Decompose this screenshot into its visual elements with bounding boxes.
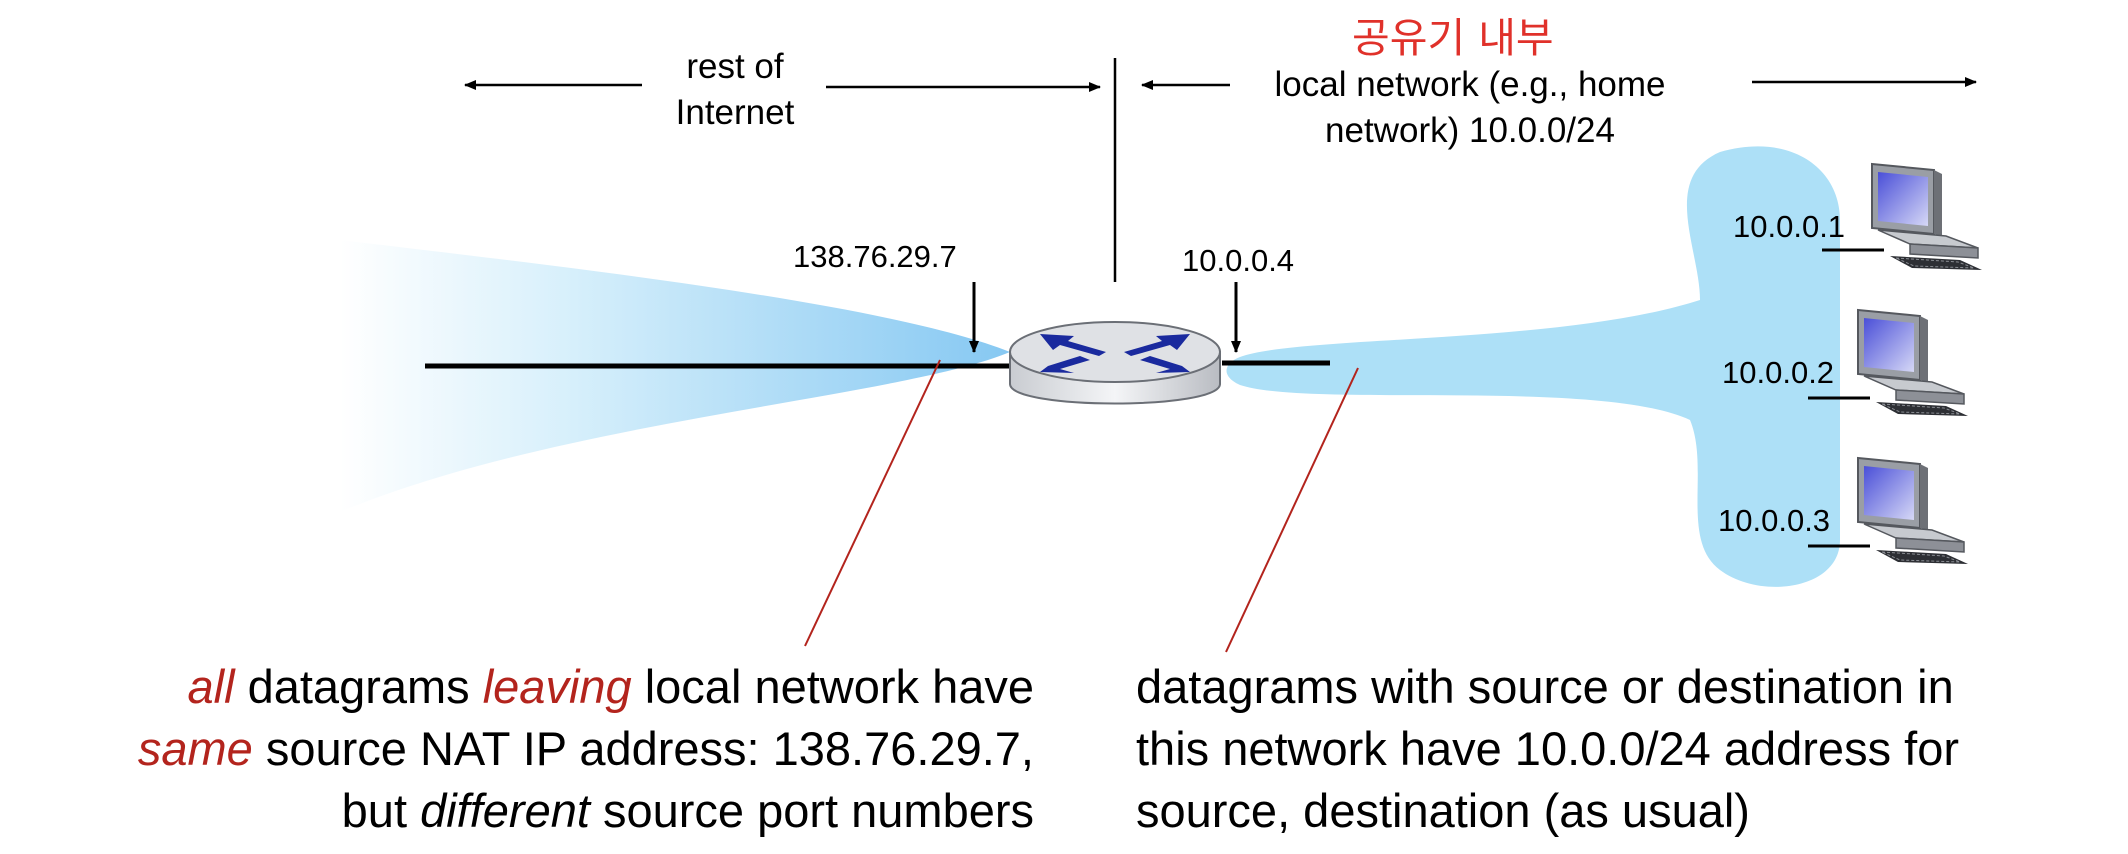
router-local-ip-label: 10.0.0.4 (1182, 243, 1295, 278)
nat-public-ip-label: 138.76.29.7 (793, 239, 957, 274)
caption-right: datagrams with source or destination in … (1136, 656, 1959, 842)
internet-cloud (340, 240, 1010, 512)
caption-left-line3: but different source port numbers (341, 784, 1034, 837)
callout-right (1225, 367, 1359, 653)
caption-right-line1: datagrams with source or destination in (1136, 660, 1954, 713)
local-network-cloud (1226, 146, 1840, 587)
local-network-line1: local network (e.g., home (1274, 65, 1666, 104)
router-icon (1009, 321, 1221, 405)
rest-of-internet-label: rest of Internet (640, 44, 830, 136)
caption-right-line3: source, destination (as usual) (1136, 784, 1750, 837)
computer-icon-host1 (1871, 163, 1983, 271)
rest-of-internet-line2: Internet (675, 93, 795, 132)
caption-left-line2: same source NAT IP address: 138.76.29.7, (137, 722, 1034, 775)
caption-right-line2: this network have 10.0.0/24 address for (1136, 722, 1959, 775)
callout-left (804, 359, 941, 647)
local-network-line2: network) 10.0.0/24 (1325, 111, 1615, 150)
host2-ip-label: 10.0.0.2 (1722, 355, 1835, 390)
host1-ip-label: 10.0.0.1 (1733, 209, 1846, 244)
caption-left: all datagrams leaving local network have… (0, 656, 1034, 842)
computer-icon-host2 (1857, 309, 1969, 417)
computer-icon-host3 (1857, 457, 1969, 565)
rest-of-internet-line1: rest of (686, 47, 784, 86)
caption-left-line1: all datagrams leaving local network have (187, 660, 1035, 713)
host3-ip-label: 10.0.0.3 (1718, 503, 1831, 538)
local-network-label: local network (e.g., home network) 10.0.… (1225, 62, 1715, 154)
korean-title: 공유기 내부 (1352, 14, 1554, 62)
